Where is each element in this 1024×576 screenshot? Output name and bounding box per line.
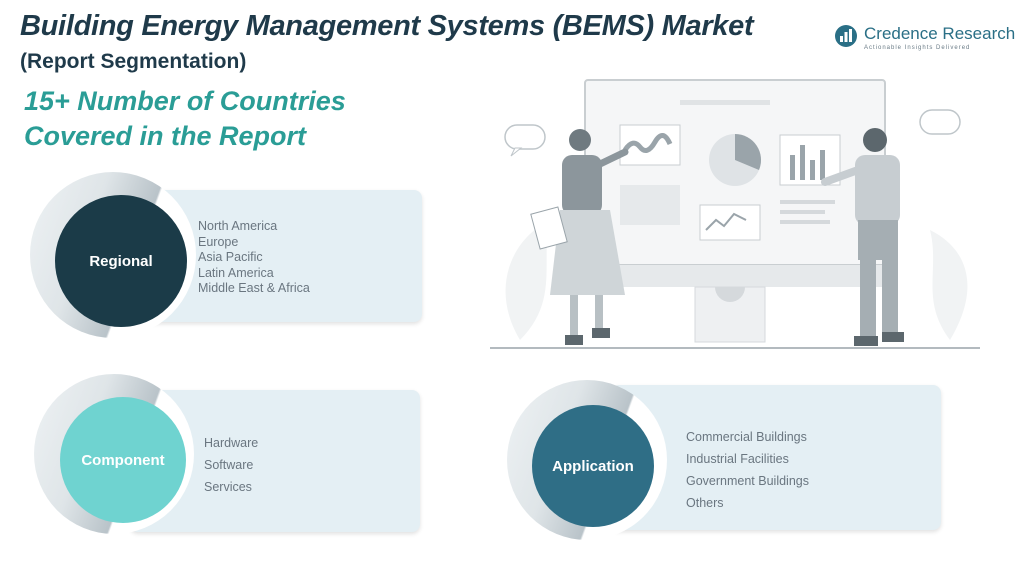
segment-list: North America Europe Asia Pacific Latin … <box>198 219 310 297</box>
list-item: Commercial Buildings <box>686 430 807 444</box>
countries-line-2: Covered in the Report <box>24 121 307 151</box>
list-item: North America <box>198 219 278 233</box>
segment-application: Application Commercial Buildings Industr… <box>505 370 945 540</box>
list-item: Asia Pacific <box>198 250 263 264</box>
bar-chart-icon <box>835 25 857 47</box>
list-item: Middle East & Africa <box>198 281 310 295</box>
countries-covered: 15+ Number of Countries Covered in the R… <box>24 84 346 154</box>
list-item: Others <box>686 496 724 510</box>
segment-circle: Regional <box>55 195 187 327</box>
segment-circle: Component <box>60 397 186 523</box>
segment-regional: Regional North America Europe Asia Pacif… <box>30 170 430 340</box>
list-item: Hardware <box>204 436 259 450</box>
segment-circle: Application <box>532 405 654 527</box>
page-subtitle: (Report Segmentation) <box>20 50 247 73</box>
brand-logo: Credence Research Actionable Insights De… <box>834 24 1015 54</box>
brand-tagline: Actionable Insights Delivered <box>864 45 971 51</box>
countries-line-1: 15+ Number of Countries <box>24 86 346 116</box>
segment-list: Commercial Buildings Industrial Faciliti… <box>686 426 809 514</box>
segment-label: Component <box>81 451 165 469</box>
segment-label: Application <box>552 457 634 475</box>
presentation-illustration <box>490 79 980 349</box>
list-item: Services <box>204 480 252 494</box>
page-title: Building Energy Management Systems (BEMS… <box>20 10 754 42</box>
list-item: Latin America <box>198 265 274 280</box>
segment-list: Hardware Software Services <box>204 432 258 498</box>
list-item: Software <box>204 458 254 472</box>
list-item: Industrial Facilities <box>686 452 789 466</box>
segment-component: Component Hardware Software Services <box>30 372 430 542</box>
brand-name: Credence Research <box>864 24 1016 43</box>
list-item: Government Buildings <box>686 474 809 488</box>
list-item: Europe <box>198 234 239 249</box>
segment-label: Regional <box>89 252 153 270</box>
